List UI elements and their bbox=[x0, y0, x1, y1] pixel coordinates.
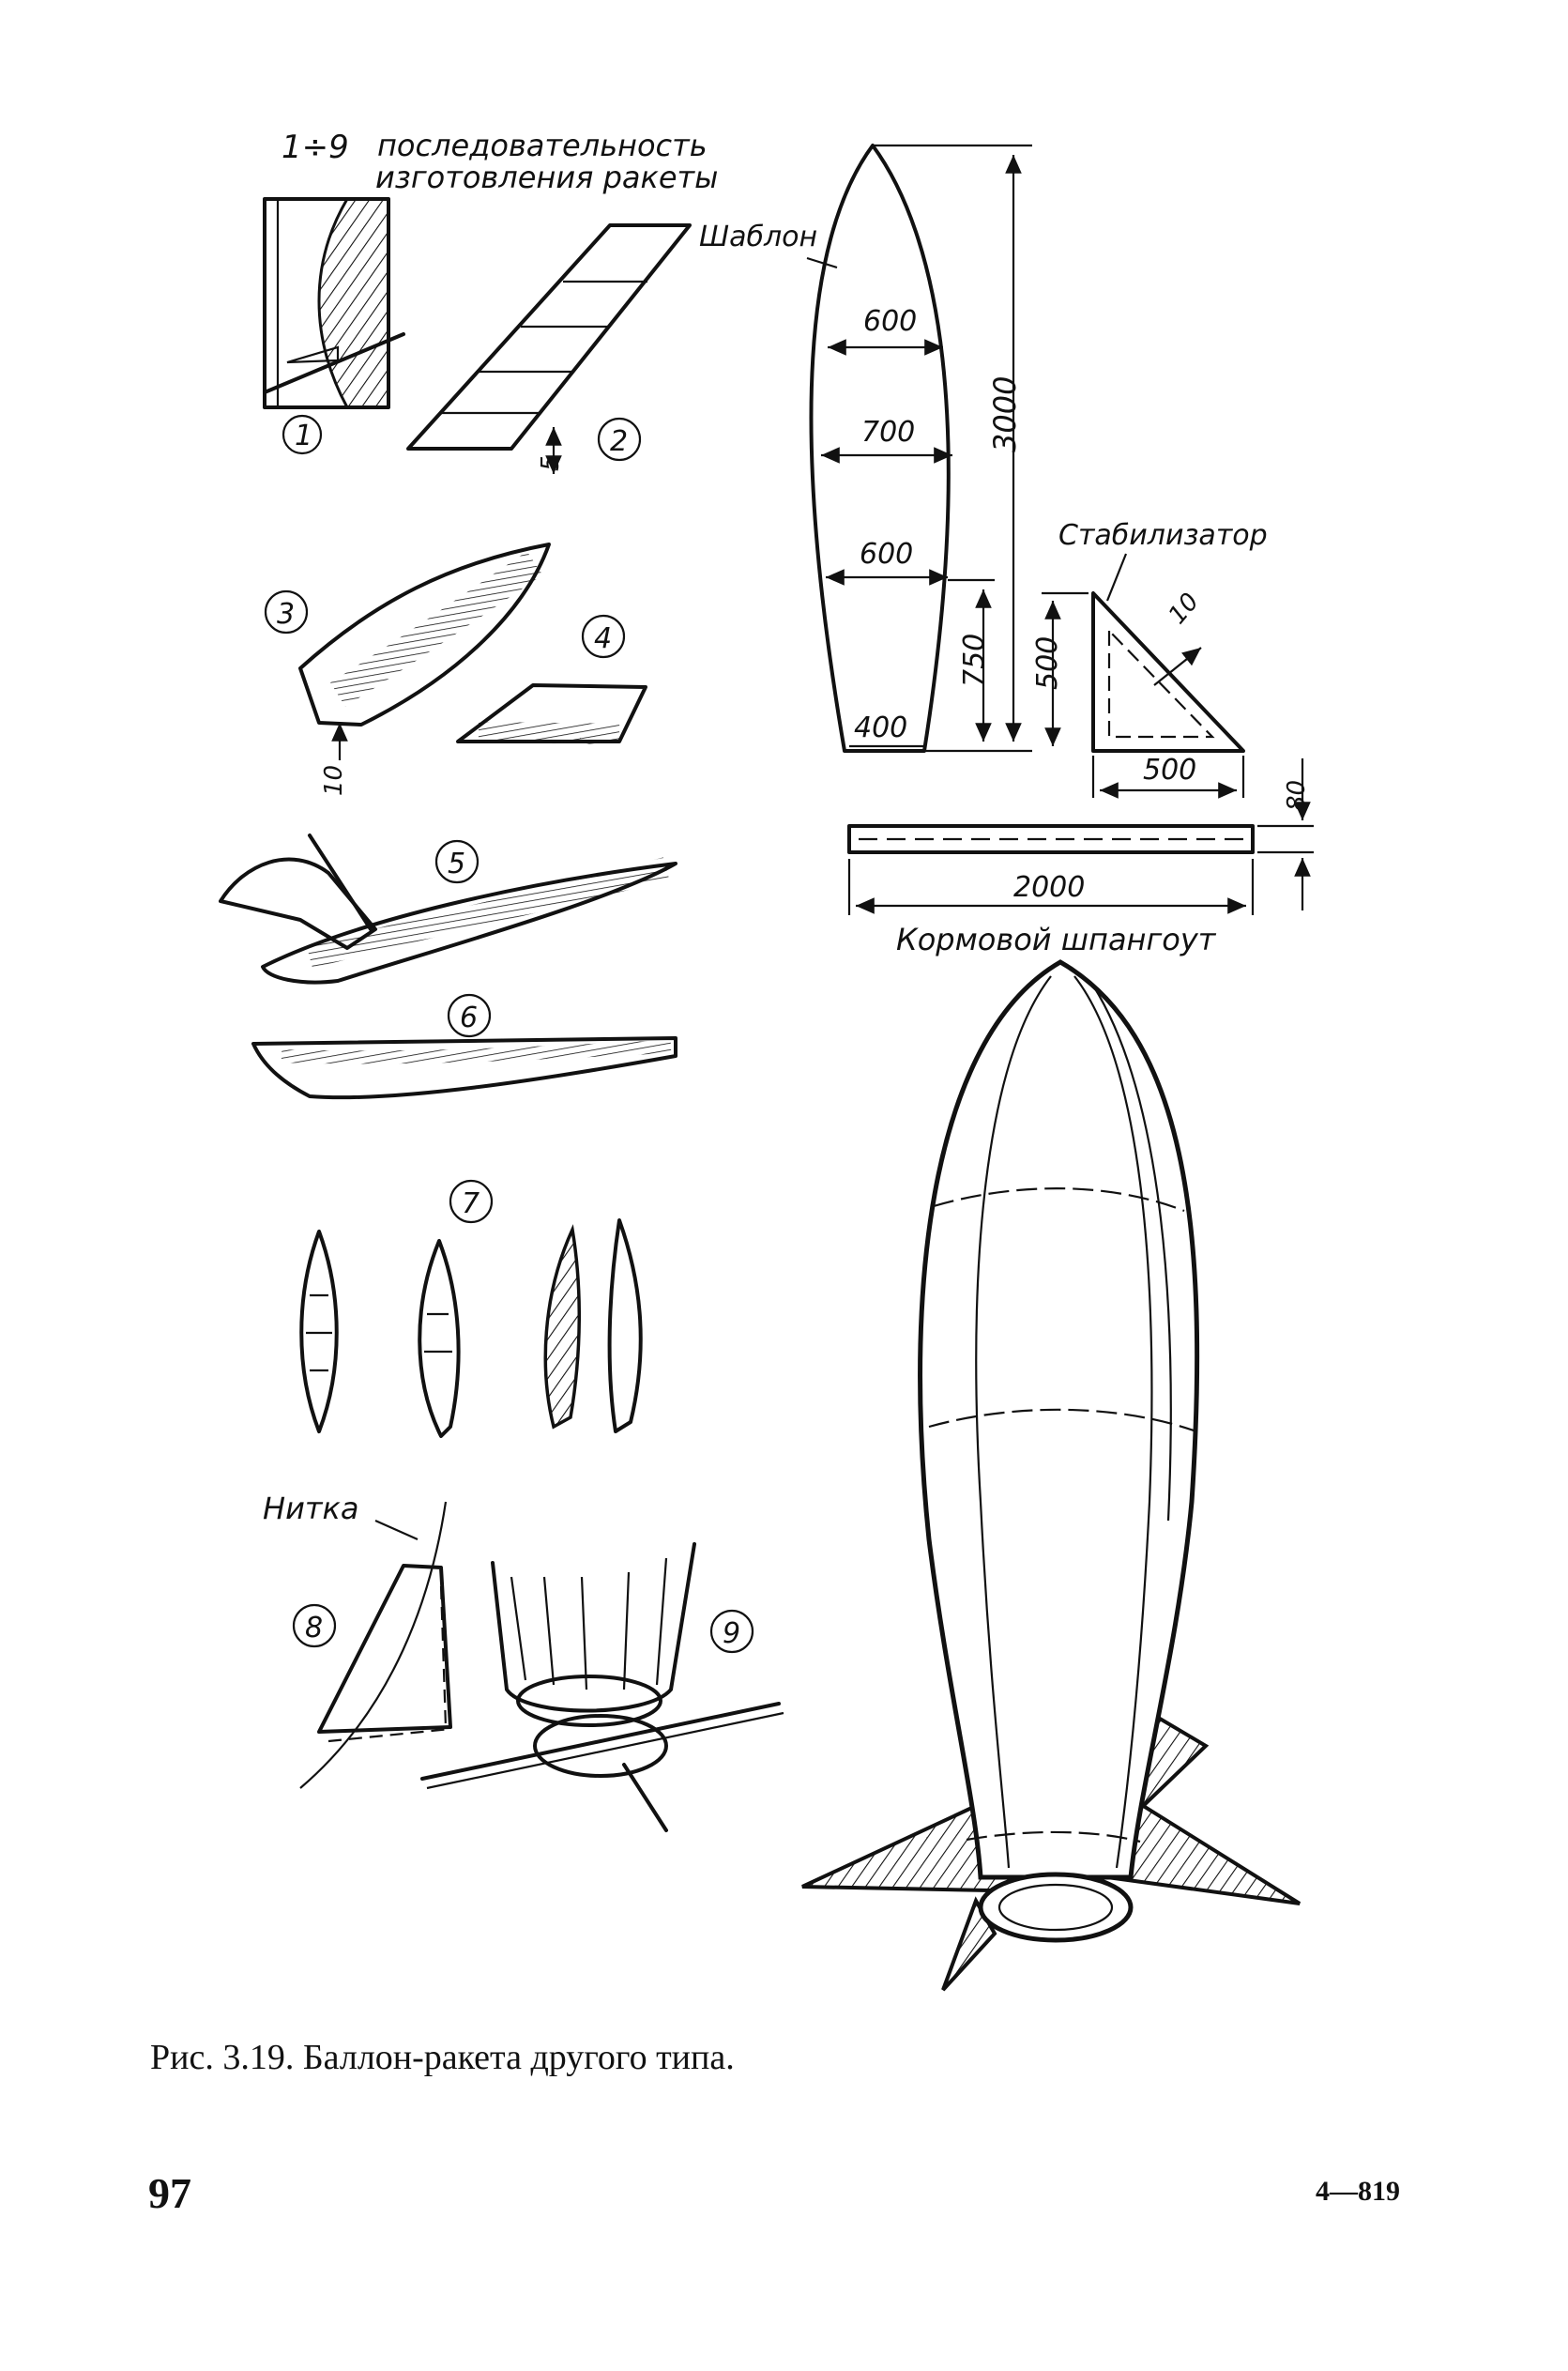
sequence-heading: 1÷9 последовательность изготовления раке… bbox=[282, 128, 718, 195]
thread-label: Нитка bbox=[263, 1491, 358, 1526]
step-2-number: 2 bbox=[610, 425, 628, 458]
step-3-marker bbox=[264, 589, 309, 635]
step-4-marker bbox=[581, 614, 626, 659]
step-3-drawing: 10 3 bbox=[264, 543, 551, 796]
step-6-drawing: 6 bbox=[251, 993, 677, 1100]
step-1-drawing: 1 bbox=[263, 197, 405, 455]
sequence-range: 1÷9 bbox=[282, 129, 349, 166]
dim-stab-border: 10 bbox=[1164, 588, 1205, 630]
dim-600-low: 600 bbox=[860, 538, 913, 571]
step-9-drawing: 9 bbox=[420, 1542, 784, 1832]
step-4-drawing: 4 bbox=[456, 614, 647, 744]
page-number: 97 bbox=[148, 2169, 191, 2217]
step-5-drawing: 5 bbox=[219, 834, 677, 985]
step-7-number: 7 bbox=[462, 1187, 480, 1220]
sheet-mark: 4—819 bbox=[1316, 2176, 1400, 2207]
step-7-drawing: 7 bbox=[299, 1179, 643, 1438]
frame-label: Кормовой шпангоут bbox=[896, 922, 1217, 957]
step-2-marker bbox=[597, 417, 642, 462]
sequence-line2: изготовления ракеты bbox=[375, 160, 718, 195]
step-2-gap-label: 5 bbox=[537, 455, 565, 471]
step-8-marker bbox=[292, 1603, 337, 1648]
dim-400: 400 bbox=[854, 711, 907, 744]
step-5-number: 5 bbox=[448, 848, 465, 880]
step-1-number: 1 bbox=[295, 420, 312, 452]
dim-2000: 2000 bbox=[1013, 871, 1085, 904]
step-6-number: 6 bbox=[460, 1002, 478, 1034]
step-5-marker bbox=[434, 839, 480, 884]
step-9-number: 9 bbox=[723, 1617, 740, 1650]
gore-template: Шаблон 600 700 600 400 3000 750 bbox=[699, 144, 1032, 753]
figure-caption: Рис. 3.19. Баллон-ракета другого типа. bbox=[150, 2038, 735, 2077]
step-7-marker bbox=[449, 1179, 494, 1224]
step-1-marker bbox=[282, 414, 323, 455]
dim-3000: 3000 bbox=[987, 376, 1023, 452]
step-2-drawing: 5 2 bbox=[406, 223, 692, 474]
step-3-gap-label: 10 bbox=[320, 765, 348, 796]
stabilizer-detail: Стабилизатор 10 500 500 bbox=[1031, 519, 1268, 799]
template-label: Шаблон bbox=[699, 221, 817, 253]
dim-600-top: 600 bbox=[863, 305, 917, 338]
step-3-number: 3 bbox=[277, 598, 295, 631]
step-4-number: 4 bbox=[594, 622, 612, 655]
step-8-number: 8 bbox=[305, 1612, 323, 1644]
dim-80: 80 bbox=[1283, 780, 1311, 811]
dim-500-horizontal: 500 bbox=[1143, 754, 1196, 787]
dim-500-vertical: 500 bbox=[1031, 636, 1064, 690]
sequence-line1: последовательность bbox=[377, 128, 708, 163]
dim-700: 700 bbox=[861, 416, 915, 449]
step-8-drawing: Нитка 8 bbox=[263, 1491, 452, 1789]
step-9-marker bbox=[709, 1609, 754, 1654]
dim-750: 750 bbox=[958, 634, 991, 687]
stabilizer-label: Стабилизатор bbox=[1058, 519, 1268, 552]
tail-frame-detail: 80 2000 Кормовой шпангоут bbox=[847, 758, 1314, 957]
assembled-rocket bbox=[801, 959, 1302, 1992]
step-6-marker bbox=[447, 993, 492, 1038]
